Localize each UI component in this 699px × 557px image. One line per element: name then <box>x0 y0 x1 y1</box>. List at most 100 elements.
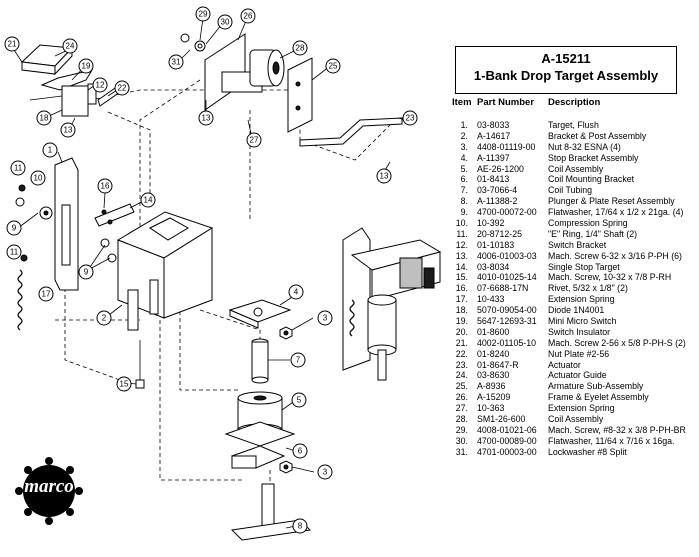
svg-text:30: 30 <box>221 18 230 27</box>
row-item-number: 24. <box>455 370 468 381</box>
row-description: Extension Spring <box>548 294 615 305</box>
row-description: Switch Bracket <box>548 239 607 250</box>
row-part-number: 4700-00089-00 <box>477 435 537 446</box>
callout-25: 25 <box>325 58 341 74</box>
callout-17: 17 <box>38 286 54 302</box>
parts-list-row: 11.20-8712-25"E" Ring, 1/4" Shaft (2) <box>452 229 697 240</box>
svg-text:28: 28 <box>296 44 305 53</box>
row-item-number: 31. <box>455 446 468 457</box>
row-part-number: 4700-00072-00 <box>477 207 537 218</box>
assembly-name: 1-Bank Drop Target Assembly <box>473 68 659 83</box>
callout-14: 14 <box>140 192 156 208</box>
callout-2: 2 <box>96 310 112 326</box>
callout-6: 6 <box>292 443 308 459</box>
svg-text:21: 21 <box>8 40 17 49</box>
callout-11-upper: 11 <box>10 160 26 176</box>
callout-24: 24 <box>62 38 78 54</box>
row-description: Rivet, 5/32 x 1/8" (2) <box>548 283 628 294</box>
parts-list-row: 3. 4408-01119-00 Nut 8-32 ESNA (4) <box>452 142 697 153</box>
row-item-number: 5. <box>460 163 468 174</box>
svg-text:13: 13 <box>64 126 73 135</box>
row-description: Coil Assembly <box>548 163 604 174</box>
row-description: Single Stop Target <box>548 261 620 272</box>
row-part-number: 20-8712-25 <box>477 228 522 239</box>
row-item-number: 12. <box>455 239 468 250</box>
row-description: Actuator Guide <box>548 370 607 381</box>
header-item: Item <box>452 97 472 108</box>
row-part-number: A-8936 <box>477 381 506 392</box>
svg-text:13: 13 <box>202 114 211 123</box>
callout-group: 1 2 3 3 4 5 6 7 8 9 9 10 11 11 12 13 13 … <box>4 6 418 534</box>
svg-text:17: 17 <box>42 290 51 299</box>
row-part-number: 4701-00003-00 <box>477 446 537 457</box>
svg-text:13: 13 <box>380 172 389 181</box>
row-item-number: 2. <box>460 130 468 141</box>
row-description: Switch Insulator <box>548 326 611 337</box>
svg-text:1: 1 <box>48 146 53 155</box>
svg-text:7: 7 <box>296 356 301 365</box>
switch-assembly <box>20 44 121 117</box>
row-item-number: 1. <box>460 120 468 130</box>
row-part-number: 4010-01025-14 <box>477 272 537 283</box>
row-item-number: 27. <box>455 403 468 414</box>
row-part-number: 03-7066-4 <box>477 185 518 196</box>
row-description: Mach. Screw, #8-32 x 3/8 P-PH-BR <box>548 424 686 435</box>
row-item-number: 3. <box>460 141 468 152</box>
row-description: Bracket & Post Assembly <box>548 130 647 141</box>
row-description: Coil Tubing <box>548 185 593 196</box>
row-part-number: 10-363 <box>477 403 505 414</box>
row-part-number: 03-8033 <box>477 120 510 130</box>
row-item-number: 7. <box>460 185 468 196</box>
svg-text:3: 3 <box>323 314 328 323</box>
svg-text:23: 23 <box>406 114 415 123</box>
row-description: Stop Bracket Assembly <box>548 152 639 163</box>
row-description: Frame & Eyelet Assembly <box>548 392 649 403</box>
row-item-number: 4. <box>460 152 468 163</box>
svg-text:12: 12 <box>96 81 105 90</box>
row-item-number: 8. <box>460 196 468 207</box>
row-part-number: 01-8413 <box>477 174 510 185</box>
row-part-number: 4008-01021-06 <box>477 424 537 435</box>
row-item-number: 14. <box>455 261 468 272</box>
header-part-number: Part Number <box>477 97 535 108</box>
svg-text:4: 4 <box>294 288 299 297</box>
row-item-number: 13. <box>455 250 468 261</box>
callout-3-lower: 3 <box>317 464 333 480</box>
row-description: Flatwasher, 11/64 x 7/16 x 16ga. <box>548 435 675 446</box>
row-part-number: 10-433 <box>477 294 505 305</box>
assembly-part-number: A-15211 <box>541 51 591 66</box>
row-part-number: 07-6688-17N <box>477 283 529 294</box>
row-item-number: 23. <box>455 359 468 370</box>
row-description: Armature Sub-Assembly <box>548 381 644 392</box>
callout-15: 15 <box>116 376 132 392</box>
row-description: Mini Micro Switch <box>548 316 617 327</box>
callout-9-left: 9 <box>6 220 22 236</box>
row-item-number: 15. <box>455 272 468 283</box>
row-part-number: 4006-01003-03 <box>477 250 537 261</box>
row-description: Nut Plate #2-56 <box>548 348 610 359</box>
row-item-number: 16. <box>455 283 468 294</box>
svg-text:18: 18 <box>40 114 49 123</box>
callout-27: 27 <box>246 132 262 148</box>
row-part-number: 4408-01119-00 <box>477 141 536 152</box>
row-description: Nut 8-32 ESNA (4) <box>548 141 621 152</box>
callout-26: 26 <box>240 8 256 24</box>
row-description: Compression Spring <box>548 218 628 229</box>
parts-list-row: 7. 03-7066-4 Coil Tubing <box>452 185 697 196</box>
parts-list-row: 16. 07-6688-17N Rivet, 5/32 x 1/8" (2) <box>452 283 697 294</box>
callout-5: 5 <box>291 392 307 408</box>
row-item-number: 28. <box>455 414 468 425</box>
svg-text:10: 10 <box>34 174 43 183</box>
row-part-number: 03-8630 <box>477 370 510 381</box>
